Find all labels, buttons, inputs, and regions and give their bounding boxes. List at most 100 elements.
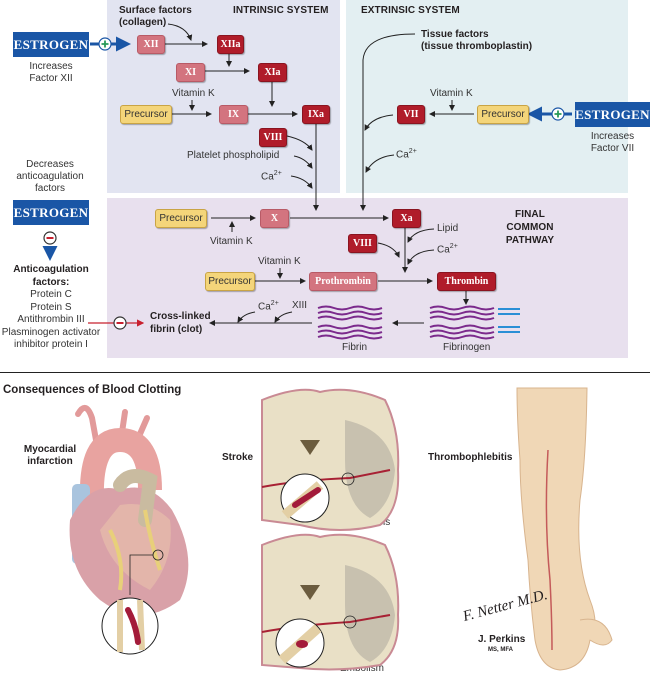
arrow-ca-extrinsic: [365, 154, 395, 173]
anticoag-item: inhibitor protein I: [14, 339, 88, 350]
anticoag-item: Antithrombin III: [17, 314, 85, 325]
arrow-lipid: [407, 228, 435, 243]
note-line: factors: [34, 183, 65, 194]
anticoag-item: Protein S: [30, 301, 72, 313]
arrow-phospholipid: [293, 155, 313, 169]
precursor-x: Precursor: [155, 209, 207, 228]
factor-ixa: IXa: [302, 105, 330, 124]
brain-embolism-illustration: [261, 533, 400, 671]
decreases-anticoag-note: Decreases anticoagulation factors: [5, 159, 95, 195]
vitamin-k-prothrombin: Vitamin K: [258, 256, 301, 267]
arrow-viii-intrinsic: [286, 135, 313, 151]
clot-line: fibrin (clot): [150, 324, 203, 335]
fibrin-strands: [317, 305, 383, 340]
title-line: COMMON: [506, 222, 554, 233]
minus-icon-anticoag: [43, 231, 57, 245]
factor-viii-intrinsic: VIII: [259, 128, 287, 147]
calcium-text: Ca: [396, 149, 409, 161]
plus-icon-vii: [551, 107, 565, 121]
vitamin-k-x: Vitamin K: [210, 236, 253, 247]
surface-factors-label: Surface factors: [119, 5, 192, 16]
xiii-label: XIII: [292, 300, 308, 311]
factor-xa: Xa: [392, 209, 421, 228]
intrinsic-system-panel: [107, 0, 340, 193]
arrow-tissue-factors: [360, 33, 416, 211]
calcium-clot: Ca2+: [258, 300, 279, 312]
fibrinogen-strands: [429, 305, 495, 340]
myocardial-infarction-label: Myocardial infarction: [20, 444, 80, 468]
vitamin-k-intrinsic: Vitamin K: [172, 88, 215, 99]
collagen-label: (collagen): [119, 17, 167, 28]
note-line: anticoagulation: [16, 171, 84, 182]
brain-thrombosis-illustration: [261, 388, 400, 531]
factor-ix: IX: [219, 105, 248, 124]
anticoag-title: factors:: [32, 276, 70, 288]
precursor-vii: Precursor: [477, 105, 529, 124]
anticoag-item: Plasminogen activator: [1, 326, 101, 338]
calcium-text: Ca: [437, 244, 450, 256]
calcium-sup: 2+: [273, 170, 282, 177]
arrow-vii-down: [364, 114, 394, 131]
title-line: FINAL: [515, 209, 545, 220]
calcium-sup: 2+: [408, 148, 417, 155]
thrombophlebitis-label: Thrombophlebitis: [428, 452, 513, 463]
factor-vii: VII: [397, 105, 425, 124]
estrogen-box-vii: ESTROGEN: [575, 102, 650, 127]
precursor-ix: Precursor: [120, 105, 172, 124]
factor-xii: XII: [137, 35, 165, 54]
platelet-phospholipid-label: Platelet phospholipid: [187, 150, 280, 161]
factor-viii-final: VIII: [348, 234, 377, 253]
arrow-surface-factors: [167, 23, 193, 41]
heart-illustration: [69, 405, 189, 655]
lipid-label: Lipid: [437, 223, 459, 234]
arrow-viii-final: [377, 242, 400, 258]
final-pathway-title: FINAL COMMON PATHWAY: [490, 208, 570, 247]
tissue-thromboplastin-label: (tissue thromboplastin): [421, 41, 533, 52]
note-line: Increases: [29, 61, 73, 72]
arrow-ca-clot: [237, 311, 256, 323]
fibrinogen-label: Fibrinogen: [443, 342, 491, 353]
note-line: Decreases: [26, 159, 74, 170]
prothrombin-box: Prothrombin: [309, 272, 377, 291]
arrow-xiii-clot: [274, 311, 293, 323]
minus-icon-clot: [113, 316, 127, 330]
estrogen-note-xii: Increases Factor XII: [13, 61, 89, 85]
calcium-intrinsic: Ca2+: [261, 170, 282, 182]
factor-xiia: XIIa: [217, 35, 244, 54]
leg-illustration: [516, 387, 613, 671]
anticoag-title: Anticoagulation: [13, 264, 89, 275]
arrow-ca-final: [407, 249, 435, 265]
arrow-ca-intrinsic: [290, 175, 313, 189]
title-line: PATHWAY: [505, 235, 555, 246]
factor-xi: XI: [176, 63, 205, 82]
factor-x: X: [260, 209, 289, 228]
note-line: Increases: [590, 131, 635, 142]
plus-icon-xii: [98, 37, 112, 51]
section-divider: [0, 372, 650, 373]
stroke-label: Stroke: [222, 452, 254, 463]
fibrinopeptide-strands: [498, 308, 520, 333]
intrinsic-title: INTRINSIC SYSTEM: [233, 5, 329, 16]
calcium-final: Ca2+: [437, 243, 458, 255]
tissue-factors-label: Tissue factors: [421, 29, 489, 40]
extrinsic-title: EXTRINSIC SYSTEM: [361, 5, 460, 16]
calcium-text: Ca: [258, 301, 271, 313]
note-line: Factor VII: [590, 143, 635, 154]
extrinsic-system-panel: [346, 0, 628, 193]
label-line: infarction: [27, 456, 73, 467]
estrogen-box-xii: ESTROGEN: [13, 32, 89, 57]
anticoagulation-factors: Anticoagulation factors: Protein C Prote…: [0, 264, 102, 352]
vitamin-k-extrinsic: Vitamin K: [430, 88, 473, 99]
factor-xia: XIa: [258, 63, 287, 82]
estrogen-box-anticoag: ESTROGEN: [13, 200, 89, 225]
note-line: Factor XII: [29, 73, 73, 84]
label-line: Myocardial: [23, 444, 77, 455]
calcium-extrinsic: Ca2+: [396, 148, 417, 160]
artist-name: J. Perkins: [478, 634, 526, 645]
estrogen-note-vii: Increases Factor VII: [575, 131, 650, 155]
thrombin-box: Thrombin: [437, 272, 496, 291]
cross-linked-fibrin: Cross-linked fibrin (clot): [150, 310, 211, 336]
calcium-text: Ca: [261, 171, 274, 183]
